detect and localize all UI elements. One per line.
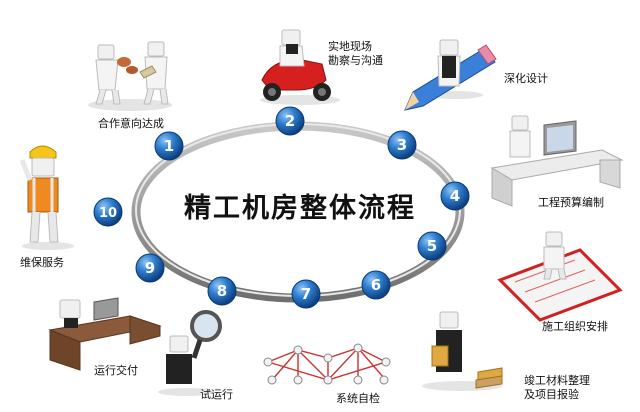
step-label-5: 施工组织安排 <box>542 320 608 333</box>
step-number-text: 3 <box>397 136 407 154</box>
step-number-10: 10 <box>93 197 123 227</box>
documents-figure-icon <box>422 311 503 391</box>
step-label-1: 合作意向达成 <box>98 117 164 130</box>
step-circle <box>291 279 321 309</box>
step-number-2: 2 <box>275 106 305 136</box>
step-number-text: 2 <box>285 112 295 130</box>
step-number-text: 7 <box>301 285 311 303</box>
step-label-10: 维保服务 <box>20 256 64 269</box>
step-circle <box>440 181 470 211</box>
step-circle <box>93 197 123 227</box>
step-circle <box>275 106 305 136</box>
step-number-8: 8 <box>207 276 237 306</box>
step-label-9: 运行交付 <box>94 364 138 377</box>
step-number-text: 8 <box>217 282 227 300</box>
step-label-4: 工程预算编制 <box>538 196 604 209</box>
step-label-3: 深化设计 <box>504 72 548 85</box>
step-number-6: 6 <box>361 270 391 300</box>
handshake-figures-icon <box>88 41 172 111</box>
step-label-6: 竣工材料整理 及项目报验 <box>524 374 590 402</box>
step-label-2: 实地现场 勘察与沟通 <box>328 40 383 68</box>
hardhat-worker-icon <box>19 145 74 250</box>
step-number-1: 1 <box>154 131 184 161</box>
laptop-desk-figure-icon <box>48 297 162 371</box>
step-circle <box>135 253 165 283</box>
step-number-4: 4 <box>440 181 470 211</box>
page-title: 精工机房整体流程 <box>184 193 416 224</box>
blueprint-figure-icon <box>497 231 623 322</box>
step-circle <box>207 276 237 306</box>
step-label-2-line1: 实地现场 <box>328 40 372 53</box>
step-number-text: 10 <box>99 206 117 221</box>
network-nodes-icon <box>263 343 391 385</box>
step-number-text: 4 <box>450 187 460 205</box>
magnifier-figure-icon <box>158 310 222 396</box>
step-number-text: 9 <box>145 259 155 277</box>
step-label-6-line2: 及项目报验 <box>524 388 579 401</box>
scooter-figure-icon <box>260 29 340 105</box>
step-number-7: 7 <box>291 279 321 309</box>
pencil-figure-icon <box>404 39 497 111</box>
step-number-5: 5 <box>417 231 447 261</box>
step-number-text: 6 <box>371 276 381 294</box>
step-circle <box>417 231 447 261</box>
step-number-text: 1 <box>164 137 174 155</box>
step-circle <box>154 131 184 161</box>
step-label-6-line1: 竣工材料整理 <box>524 374 590 387</box>
step-number-9: 9 <box>135 253 165 283</box>
computer-desk-figure-icon <box>490 115 624 207</box>
step-numbers: 1 2 3 4 5 6 7 8 9 10 <box>93 106 470 309</box>
step-label-7: 系统自检 <box>336 392 380 405</box>
step-number-text: 5 <box>427 237 437 255</box>
step-label-2-line2: 勘察与沟通 <box>328 54 383 67</box>
step-circle <box>361 270 391 300</box>
step-number-3: 3 <box>387 130 417 160</box>
step-circle <box>387 130 417 160</box>
step-label-8: 试运行 <box>200 388 233 401</box>
